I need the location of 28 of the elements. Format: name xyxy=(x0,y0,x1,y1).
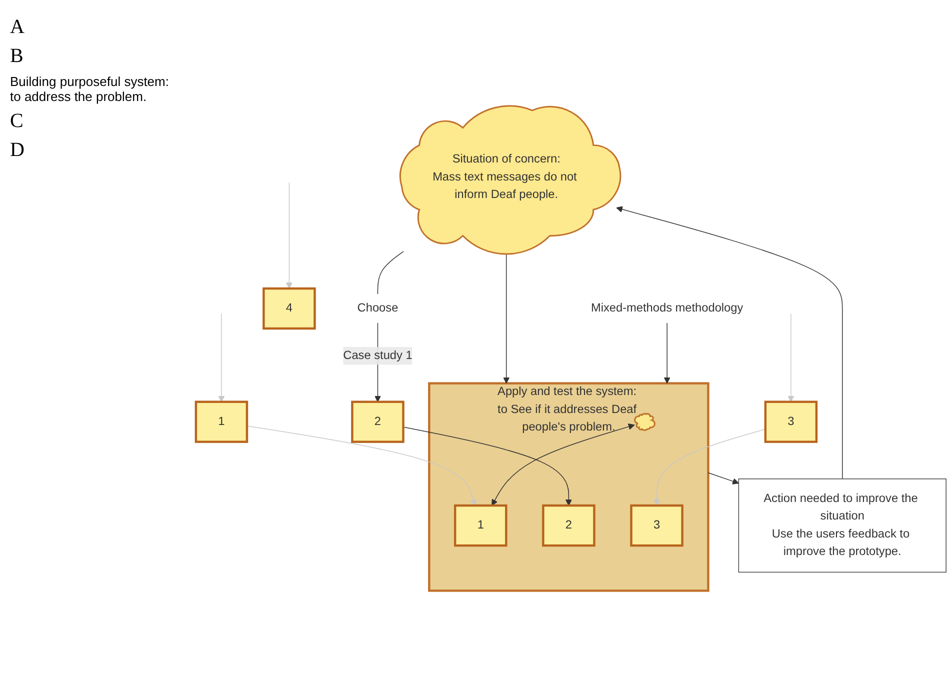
node-box: 4 xyxy=(262,287,316,330)
node-text: Mixed-methods methodology xyxy=(590,302,744,314)
node-cloud xyxy=(634,412,656,431)
arrow xyxy=(492,423,635,506)
arrow xyxy=(788,313,794,402)
arrow xyxy=(664,322,670,384)
note-text: A xyxy=(10,16,26,39)
node-box: 2 xyxy=(542,504,596,546)
node-text: Choose xyxy=(357,302,398,314)
node-box: 1 xyxy=(194,400,248,443)
arrow xyxy=(708,472,739,484)
node-box: 3 xyxy=(630,504,684,546)
node-box: 2 xyxy=(351,400,404,443)
note-text: C xyxy=(10,110,24,133)
arrow xyxy=(654,428,766,506)
node-box: 3 xyxy=(764,400,818,443)
connector xyxy=(377,250,404,294)
note-text: B xyxy=(10,45,24,68)
arrow xyxy=(218,313,225,402)
node-box: 1 xyxy=(454,504,508,546)
note-text: Building purposeful system: to address the problem. xyxy=(10,74,170,104)
arrow xyxy=(402,426,572,506)
edge-label: Case study 1 xyxy=(343,348,412,362)
node-box: Action needed to improve the situation Use the users feedback to improve the prototype. xyxy=(738,478,946,572)
note-text: D xyxy=(10,139,26,162)
arrow xyxy=(616,206,843,479)
arrow xyxy=(286,182,292,288)
arrow xyxy=(246,425,477,506)
